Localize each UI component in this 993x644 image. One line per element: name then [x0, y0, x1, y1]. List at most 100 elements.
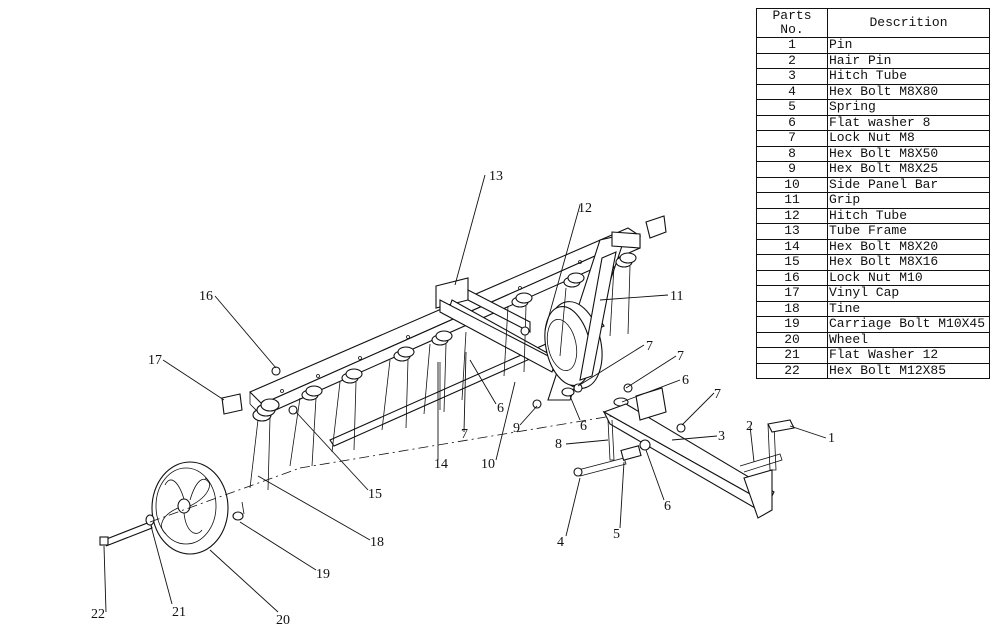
- callout-16: 16: [199, 289, 213, 304]
- part-number-cell: 13: [756, 223, 828, 240]
- small-hardware: [271, 326, 686, 433]
- callout-14: 14: [434, 457, 448, 472]
- callout-22: 22: [91, 607, 105, 622]
- part-description-cell: Hex Bolt M8X16: [827, 254, 990, 271]
- part-description-cell: Flat washer 8: [827, 114, 990, 131]
- callout-7a: 7: [646, 339, 653, 354]
- axle-bolt-head: [99, 536, 109, 546]
- part-description-cell: Carriage Bolt M10X45: [827, 316, 990, 333]
- bolts-and-spring: [573, 419, 642, 477]
- callout-3: 3: [718, 429, 725, 444]
- part-description-cell: Tine: [827, 300, 990, 317]
- callout-10: 10: [481, 457, 495, 472]
- part-number-cell: 20: [756, 331, 828, 348]
- part-description-cell: Hex Bolt M8X20: [827, 238, 990, 255]
- part-number-cell: 14: [756, 238, 828, 255]
- callout-5: 5: [613, 527, 620, 542]
- part-description-cell: Flat Washer 12: [827, 347, 990, 364]
- callout-17: 17: [148, 353, 162, 368]
- callout-labels: 13 12 11 16 17 7 7 6 7 6 9 6 7 14 10 3 1…: [91, 169, 835, 628]
- part-number-cell: 16: [756, 269, 828, 286]
- carriage-bolt: [232, 511, 244, 521]
- part-description-cell: Hex Bolt M8X50: [827, 145, 990, 162]
- part-description-cell: Hex Bolt M12X85: [827, 362, 990, 379]
- callout-6d: 6: [664, 499, 671, 514]
- callout-8: 8: [555, 437, 562, 452]
- callout-4: 4: [557, 535, 564, 550]
- part-number-cell: 18: [756, 300, 828, 317]
- part-number-cell: 4: [756, 83, 828, 100]
- part-number-cell: 8: [756, 145, 828, 162]
- tine-springs: [249, 252, 637, 491]
- part-number-cell: 11: [756, 192, 828, 209]
- callout-19: 19: [316, 567, 330, 582]
- part-description-cell: Vinyl Cap: [827, 285, 990, 302]
- part-number-cell: 10: [756, 176, 828, 193]
- part-number-cell: 17: [756, 285, 828, 302]
- part-description-cell: Spring: [827, 99, 990, 116]
- part-number-cell: 12: [756, 207, 828, 224]
- axle-washer: [145, 514, 155, 526]
- part-number-cell: 9: [756, 161, 828, 178]
- axis-centerline: [149, 467, 301, 523]
- part-number-cell: 21: [756, 347, 828, 364]
- callout-9: 9: [513, 421, 520, 436]
- part-number-cell: 1: [756, 37, 828, 54]
- part-description-cell: Hitch Tube: [827, 68, 990, 85]
- part-description-cell: Hair Pin: [827, 52, 990, 69]
- part-number-cell: 7: [756, 130, 828, 147]
- callout-6a: 6: [682, 373, 689, 388]
- leader-lines: [103, 174, 827, 613]
- part-number-cell: 5: [756, 99, 828, 116]
- callout-7d: 6: [497, 401, 504, 416]
- part-description-cell: Grip: [827, 192, 990, 209]
- callout-11: 11: [670, 289, 683, 304]
- parts-table-header-row: Parts No. Descrition: [756, 8, 990, 38]
- grip-part: [579, 215, 667, 381]
- vinyl-cap-left: [221, 393, 243, 415]
- pin-and-hair-pin: [739, 419, 795, 473]
- callout-20: 20: [276, 613, 290, 628]
- part-description-cell: Wheel: [827, 331, 990, 348]
- part-description-cell: Pin: [827, 37, 990, 54]
- callout-18: 18: [370, 535, 384, 550]
- callout-7c: 7: [714, 387, 721, 402]
- parts-no-header: Parts No.: [756, 8, 828, 38]
- callout-13: 13: [489, 169, 503, 184]
- callout-6c: 7: [461, 427, 468, 442]
- callout-2: 2: [746, 419, 753, 434]
- description-header: Descrition: [827, 8, 990, 38]
- part-number-cell: 15: [756, 254, 828, 271]
- part-description-cell: Hitch Tube: [827, 207, 990, 224]
- part-description-cell: Hex Bolt M8X25: [827, 161, 990, 178]
- part-description-cell: Hex Bolt M8X80: [827, 83, 990, 100]
- part-number-cell: 3: [756, 68, 828, 85]
- callout-6b: 6: [580, 419, 587, 434]
- part-number-cell: 19: [756, 316, 828, 333]
- part-number-cell: 22: [756, 362, 828, 379]
